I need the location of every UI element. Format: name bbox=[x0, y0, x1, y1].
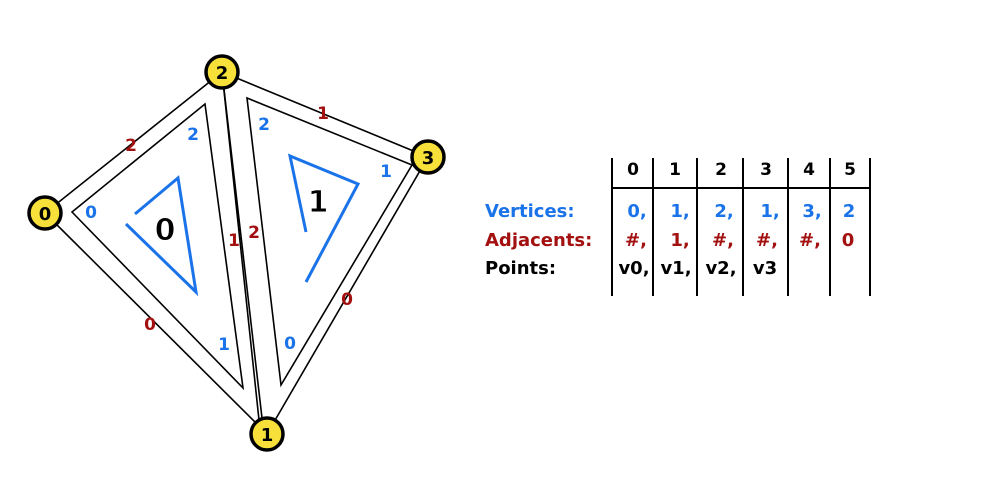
triangle-1-id: 1 bbox=[308, 185, 329, 220]
vertices-cell-0: 0, bbox=[627, 201, 646, 222]
vertices-cell-4: 3, bbox=[802, 201, 821, 222]
adjacents-cell-1: 1, bbox=[670, 230, 689, 251]
triangle-0-id: 0 bbox=[155, 213, 176, 248]
triangle-0-corner-1: 1 bbox=[218, 335, 230, 355]
table-col-header-1: 1 bbox=[669, 160, 681, 180]
table-col-header-2: 2 bbox=[715, 160, 727, 180]
triangle-1-edge-1: 1 bbox=[317, 104, 329, 124]
triangle-1-edge-0: 0 bbox=[341, 290, 353, 310]
node-3-label: 3 bbox=[422, 148, 435, 169]
vertices-cell-3: 1, bbox=[760, 201, 779, 222]
node-0-label: 0 bbox=[39, 204, 52, 225]
adjacents-cell-5: 0 bbox=[842, 230, 855, 251]
triangle-1-corner-1: 1 bbox=[380, 162, 392, 182]
triangle-0-corner-0: 0 bbox=[85, 203, 97, 223]
vertices-cell-5: 2 bbox=[843, 201, 856, 222]
points-cell-3: v3 bbox=[753, 258, 777, 279]
triangle-0-edge-1: 1 bbox=[228, 231, 240, 251]
triangle-0-edge-0: 0 bbox=[144, 315, 156, 335]
table-col-header-4: 4 bbox=[803, 160, 815, 180]
points-cell-1: v1, bbox=[660, 258, 691, 279]
row-label-adjacents: Adjacents: bbox=[485, 230, 592, 251]
vertices-cell-1: 1, bbox=[670, 201, 689, 222]
edge-2-3 bbox=[221, 71, 429, 158]
triangle-1-corner-0: 0 bbox=[284, 334, 296, 354]
triangle-0-inner bbox=[70, 102, 245, 391]
row-label-vertices: Vertices: bbox=[485, 201, 575, 222]
edge-3-1 bbox=[266, 156, 429, 435]
edge-2-1-right bbox=[221, 71, 263, 419]
edge-1-0 bbox=[44, 212, 268, 435]
node-0: 0 bbox=[27, 195, 63, 231]
points-cell-0: v0, bbox=[618, 258, 649, 279]
points-cell-2: v2, bbox=[705, 258, 736, 279]
node-2-label: 2 bbox=[216, 63, 229, 84]
row-label-points: Points: bbox=[485, 258, 556, 279]
triangle-0-edge-2: 2 bbox=[125, 136, 137, 156]
table-col-header-0: 0 bbox=[627, 160, 639, 180]
node-3: 3 bbox=[410, 139, 446, 175]
vertices-cell-2: 2, bbox=[714, 201, 733, 222]
triangle-1-corner-2: 2 bbox=[258, 115, 270, 135]
adjacents-cell-3: #, bbox=[756, 230, 778, 251]
triangle-1-winding-arrow bbox=[287, 153, 361, 283]
edge-0-2 bbox=[44, 71, 223, 214]
node-2: 2 bbox=[204, 54, 240, 90]
adjacents-cell-2: #, bbox=[712, 230, 734, 251]
table-col-header-5: 5 bbox=[844, 160, 856, 180]
node-1: 1 bbox=[249, 416, 285, 452]
triangle-0-corner-2: 2 bbox=[187, 125, 199, 145]
triangle-0-winding-arrow bbox=[124, 175, 199, 297]
adjacents-cell-4: #, bbox=[799, 230, 821, 251]
outer-edges bbox=[44, 71, 429, 435]
adjacents-cell-0: #, bbox=[625, 230, 647, 251]
table-col-header-3: 3 bbox=[760, 160, 772, 180]
data-table: 0 1 2 3 4 5 Vertices: Adjacents: Points:… bbox=[485, 158, 871, 296]
triangle-1-edge-2: 2 bbox=[248, 223, 260, 243]
node-1-label: 1 bbox=[261, 425, 274, 446]
triangle-1-inner bbox=[246, 96, 414, 388]
